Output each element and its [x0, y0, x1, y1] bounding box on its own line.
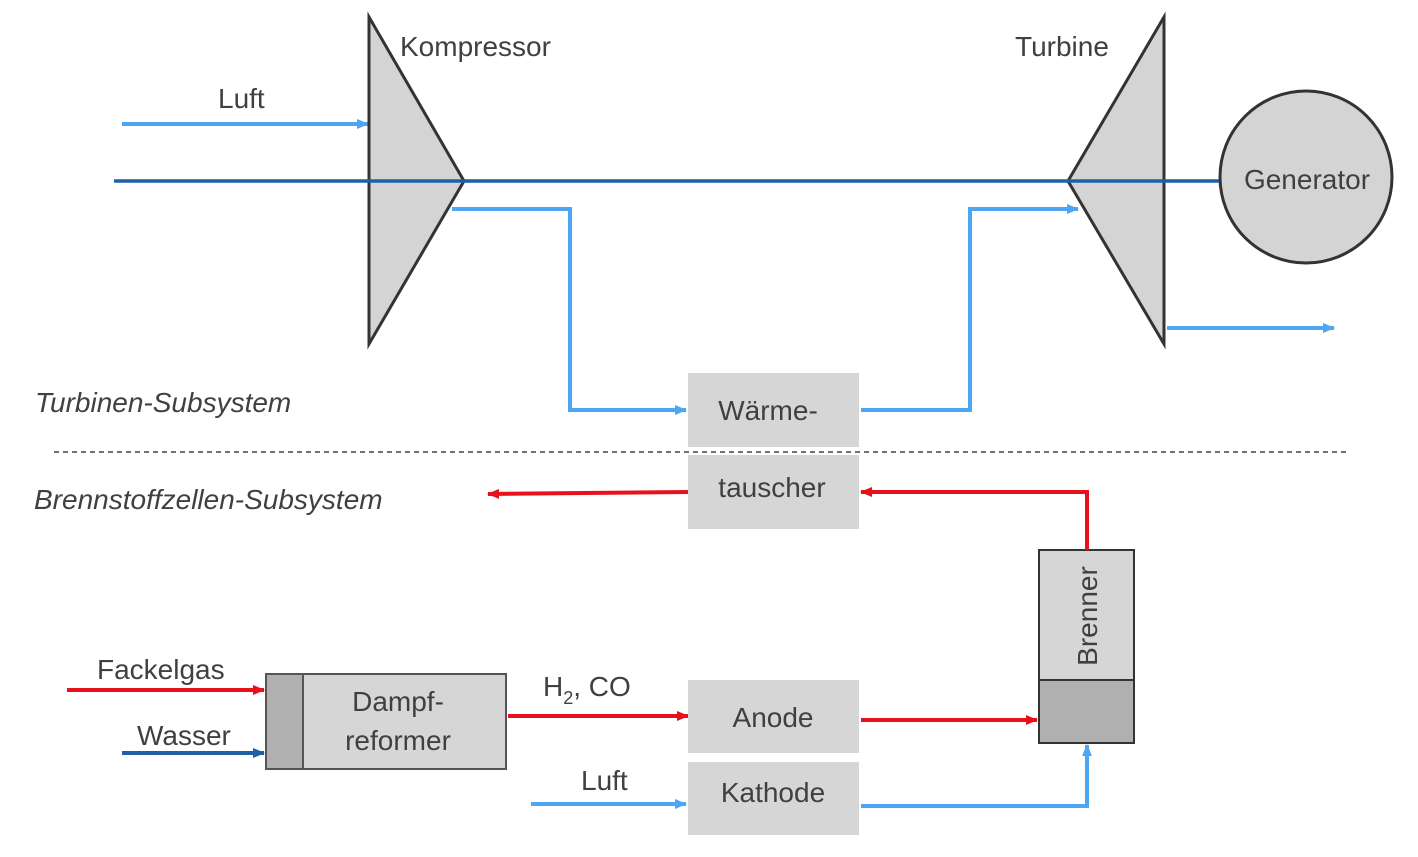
flare-gas-label: Fackelgas: [97, 654, 225, 685]
hot-gas-out-arrow: [487, 488, 689, 499]
heat-exchanger-top-box: [688, 373, 859, 447]
generator-label: Generator: [1244, 164, 1370, 195]
fuel-cell-subsystem-label: Brennstoffzellen-Subsystem: [34, 484, 383, 515]
reformer-inlet-section: [265, 673, 304, 770]
reformer-box: [302, 673, 507, 770]
syngas-subscript: 2: [563, 688, 573, 708]
syngas-rest: , CO: [573, 671, 631, 702]
heat-exchanger-label-bottom: tauscher: [718, 472, 825, 503]
anode-label: Anode: [733, 702, 814, 733]
cathode-air-label: Luft: [581, 765, 628, 796]
syngas-label: H2, CO: [543, 671, 631, 708]
turbine-subsystem-label: Turbinen-Subsystem: [35, 387, 291, 418]
anode-box: [688, 680, 859, 753]
generator-shape: [1218, 89, 1394, 265]
cathode-box: [688, 762, 859, 835]
compressed-air-line: [452, 207, 687, 415]
heat-exchanger-label-top: Wärme-: [718, 395, 818, 426]
compressor-label: Kompressor: [400, 31, 551, 62]
burner-base: [1038, 679, 1135, 744]
heat-exchanger-bottom-box: [688, 455, 859, 529]
cathode-offair-line: [861, 744, 1092, 808]
reformer-label-line1: Dampf-: [352, 686, 444, 717]
syngas-h: H: [543, 671, 563, 702]
water-label: Wasser: [137, 720, 231, 751]
reformer-label-line2: reformer: [345, 725, 451, 756]
burner-exhaust-line: [860, 487, 1089, 550]
cathode-label: Kathode: [721, 777, 825, 808]
air-inlet-label: Luft: [218, 83, 265, 114]
heated-air-line: [861, 204, 1079, 412]
burner-label: Brenner: [1072, 566, 1103, 666]
turbine-label: Turbine: [1015, 31, 1109, 62]
